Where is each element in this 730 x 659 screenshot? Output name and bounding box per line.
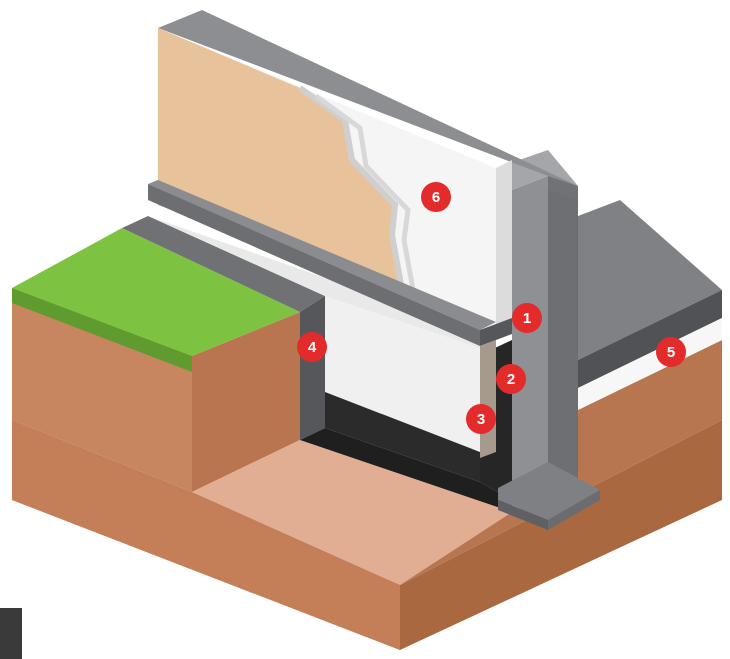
marker-4: 4: [297, 332, 327, 362]
floor-slab: [578, 200, 722, 410]
svg-text:3: 3: [477, 411, 485, 428]
gravel-drainage-layer: [122, 216, 325, 440]
marker-6: 6: [421, 182, 451, 212]
marker-5: 5: [656, 337, 686, 367]
marker-1: 1: [512, 303, 542, 333]
svg-text:5: 5: [667, 344, 675, 361]
soil-block: [12, 288, 722, 650]
marker-3: 3: [466, 404, 496, 434]
swatch: [0, 608, 22, 659]
svg-text:6: 6: [432, 189, 440, 206]
grass-top: [12, 228, 300, 372]
svg-text:4: 4: [308, 339, 317, 356]
marker-2: 2: [496, 364, 526, 394]
svg-text:1: 1: [523, 310, 531, 327]
protection-board: [480, 340, 496, 458]
svg-text:2: 2: [507, 371, 515, 388]
base-profile: [148, 180, 512, 346]
